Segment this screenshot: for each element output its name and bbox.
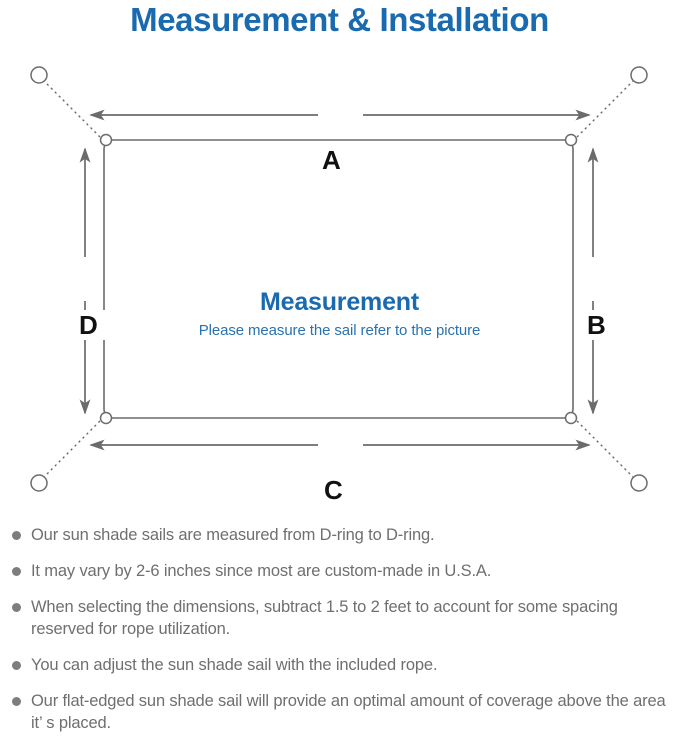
anchor-point-bottom-left — [30, 474, 48, 492]
d-ring-top-left — [99, 133, 113, 147]
note-text: You can adjust the sun shade sail with t… — [31, 656, 438, 674]
note-text: It may vary by 2-6 inches since most are… — [31, 562, 492, 580]
anchor-point-bottom-right — [630, 474, 648, 492]
notes-list: Our sun shade sails are measured from D-… — [10, 524, 675, 748]
measurement-subtitle: Please measure the sail refer to the pic… — [198, 322, 481, 339]
rope-line-bottom-right — [576, 420, 634, 478]
bullet-icon — [12, 531, 21, 540]
d-ring-top-right — [564, 133, 578, 147]
bullet-icon — [12, 661, 21, 670]
note-text: When selecting the dimensions, subtract … — [31, 598, 618, 638]
anchor-point-top-left — [30, 66, 48, 84]
note-text: Our flat-edged sun shade sail will provi… — [31, 692, 666, 732]
list-item: You can adjust the sun shade sail with t… — [10, 654, 675, 676]
dimension-label-a: A — [313, 145, 350, 175]
page-title: Measurement & Installation — [130, 1, 549, 38]
rope-line-bottom-left — [43, 420, 101, 478]
bullet-icon — [12, 603, 21, 612]
dimension-label-c: C — [315, 475, 352, 505]
sail-outline — [103, 139, 574, 419]
anchor-point-top-right — [630, 66, 648, 84]
d-ring-bottom-left — [99, 411, 113, 425]
list-item: It may vary by 2-6 inches since most are… — [10, 560, 675, 582]
list-item: Our sun shade sails are measured from D-… — [10, 524, 675, 546]
bullet-icon — [12, 567, 21, 576]
rope-line-top-left — [43, 80, 101, 138]
d-ring-bottom-right — [564, 411, 578, 425]
measurement-diagram: Measurement Please measure the sail refe… — [0, 45, 679, 515]
measurement-heading: Measurement — [260, 288, 419, 316]
list-item: When selecting the dimensions, subtract … — [10, 596, 675, 640]
diagram-svg — [30, 66, 648, 492]
bullet-icon — [12, 697, 21, 706]
note-text: Our sun shade sails are measured from D-… — [31, 526, 435, 544]
list-item: Our flat-edged sun shade sail will provi… — [10, 690, 675, 734]
rope-line-top-right — [576, 80, 634, 138]
dimension-label-b: B — [578, 310, 615, 340]
dimension-label-d: D — [70, 310, 107, 340]
